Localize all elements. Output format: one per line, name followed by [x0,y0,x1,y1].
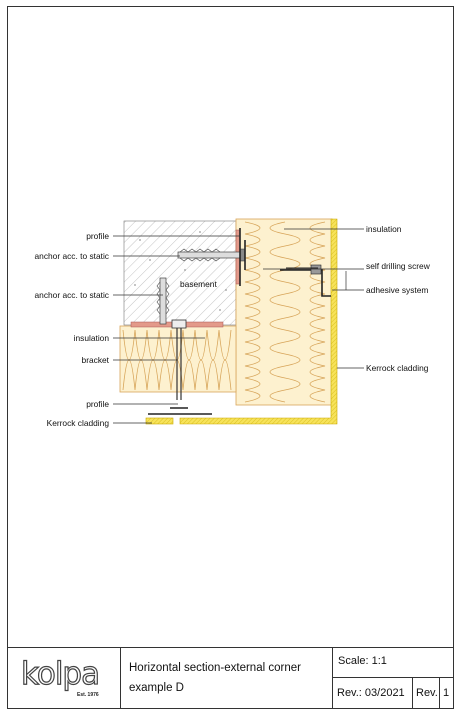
label-profile-top: profile [86,231,109,241]
label-insulation-left: insulation [74,333,110,343]
drawing-description: Horizontal section-external corner examp… [121,648,333,709]
label-self-drilling-screw: self drilling screw [366,261,431,271]
drawing-sheet [7,6,454,709]
label-basement: basement [180,279,217,289]
scale-field: Scale: 1:1 [333,648,454,678]
logo-est: Est. 1976 [77,692,99,698]
label-insulation-right: insulation [366,224,402,234]
anchor-vertical [156,277,170,325]
profile-horizontal [148,407,212,415]
label-bracket: bracket [82,355,110,365]
label-kerrock-right: Kerrock cladding [366,363,429,373]
profile-vertical [239,228,246,286]
revision-label: Rev. [413,678,440,709]
logo: kolpa Est. 1976 [7,648,121,709]
insulation-left [119,325,237,393]
label-profile-bottom: profile [86,399,109,409]
revision-date: Rev.: 03/2021 [333,678,413,709]
revision-number: 1 [443,687,450,699]
basement-concrete [123,220,237,326]
anchor-horizontal [177,248,246,262]
description-line-2: example D [129,682,184,694]
logo-wordmark: kolpa [20,655,100,692]
corner-profile [280,264,331,297]
label-kerrock-left: Kerrock cladding [47,418,110,428]
label-anchor-1: anchor acc. to static [35,251,109,261]
leader-lines [113,228,364,424]
title-block: kolpa Est. 1976 Horizontal section-exter… [7,647,454,710]
label-adhesive-system: adhesive system [366,285,428,295]
kerrock-cladding [145,218,338,425]
label-anchor-2: anchor acc. to static [35,290,109,300]
description-line-1: Horizontal section-external corner [129,662,301,674]
insulation-right [235,218,333,406]
